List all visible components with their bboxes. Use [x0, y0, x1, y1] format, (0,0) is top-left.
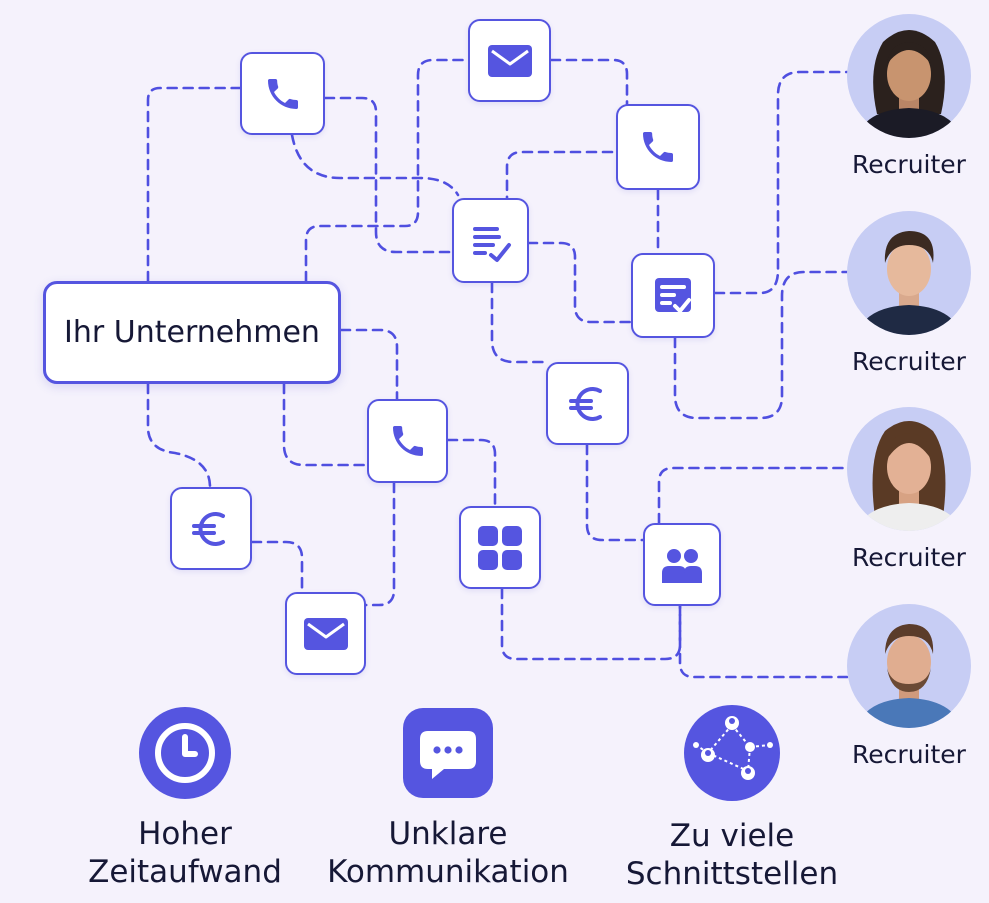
issue-time: Hoher Zeitaufwand	[80, 707, 290, 891]
recruiter-avatar	[847, 14, 971, 138]
recruiter-card: Recruiter	[847, 14, 971, 179]
connection-line	[657, 466, 849, 525]
mail-node	[285, 592, 366, 675]
phone-node	[367, 399, 448, 483]
mail-icon	[303, 617, 348, 650]
issue-line: Hoher	[138, 816, 232, 852]
phone-icon	[392, 426, 423, 456]
issue-line: Unklare	[388, 816, 508, 852]
connection-line	[526, 241, 633, 324]
document-node	[452, 198, 529, 283]
connection-line	[146, 382, 212, 489]
connection-line	[364, 481, 396, 607]
connection-line	[282, 382, 369, 467]
recruiter-card: Recruiter	[847, 211, 971, 376]
issue-label: Zu viele Schnittstellen	[612, 817, 852, 893]
phone-node	[240, 52, 325, 135]
connection-line	[446, 438, 497, 508]
team-node	[643, 523, 721, 606]
issue-communication: Unklare Kommunikation	[320, 707, 576, 891]
connection-line	[549, 58, 629, 106]
person-avatar	[856, 624, 962, 728]
connection-line	[490, 281, 549, 364]
recruiter-avatar	[847, 604, 971, 728]
euro-icon	[192, 511, 225, 546]
issue-interfaces: Zu viele Schnittstellen	[612, 705, 852, 893]
issue-line: Schnittstellen	[625, 856, 839, 892]
recruiter-label: Recruiter	[852, 543, 966, 572]
connection-line	[585, 443, 645, 542]
connection-line	[673, 270, 849, 420]
phone-icon	[267, 78, 298, 109]
issue-line: Kommunikation	[327, 854, 569, 890]
company-label: Ihr Unternehmen	[64, 315, 320, 350]
phone-node	[616, 104, 700, 190]
apps-node	[459, 506, 541, 589]
mail-node	[468, 19, 551, 102]
clock-icon	[80, 707, 290, 799]
recruiter-label: Recruiter	[852, 740, 966, 769]
person-avatar	[856, 421, 962, 531]
connection-line	[304, 58, 470, 283]
recruiter-label: Recruiter	[852, 150, 966, 179]
invoice-node	[631, 253, 715, 338]
recruiter-card: Recruiter	[847, 407, 971, 572]
team-icon	[662, 548, 702, 583]
connection-line	[713, 70, 849, 295]
euro-icon	[568, 386, 602, 421]
invoice-check-icon	[655, 277, 691, 313]
document-check-icon	[472, 226, 511, 262]
connection-line	[290, 133, 460, 197]
issue-line: Zeitaufwand	[88, 854, 282, 890]
connection-line	[339, 328, 399, 402]
connection-line	[500, 587, 682, 661]
person-avatar	[856, 231, 962, 335]
connection-line	[323, 96, 454, 254]
company-box: Ihr Unternehmen	[43, 281, 341, 384]
mail-icon	[487, 44, 532, 77]
euro-node	[170, 487, 252, 570]
recruiter-avatar	[847, 407, 971, 531]
network-icon	[612, 705, 852, 801]
recruiter-avatar	[847, 211, 971, 335]
euro-node	[546, 362, 629, 445]
recruiter-card: Recruiter	[847, 604, 971, 769]
chat-bubble-icon	[320, 707, 576, 799]
connection-line	[678, 604, 849, 679]
recruiter-label: Recruiter	[852, 347, 966, 376]
issue-label: Unklare Kommunikation	[320, 815, 576, 891]
person-avatar	[856, 30, 962, 138]
issue-label: Hoher Zeitaufwand	[80, 815, 290, 891]
phone-icon	[643, 132, 673, 162]
connection-line	[250, 540, 304, 594]
connection-line	[505, 150, 614, 200]
apps-grid-icon	[478, 525, 522, 570]
connection-line	[146, 86, 242, 283]
issue-line: Zu viele	[669, 818, 795, 854]
